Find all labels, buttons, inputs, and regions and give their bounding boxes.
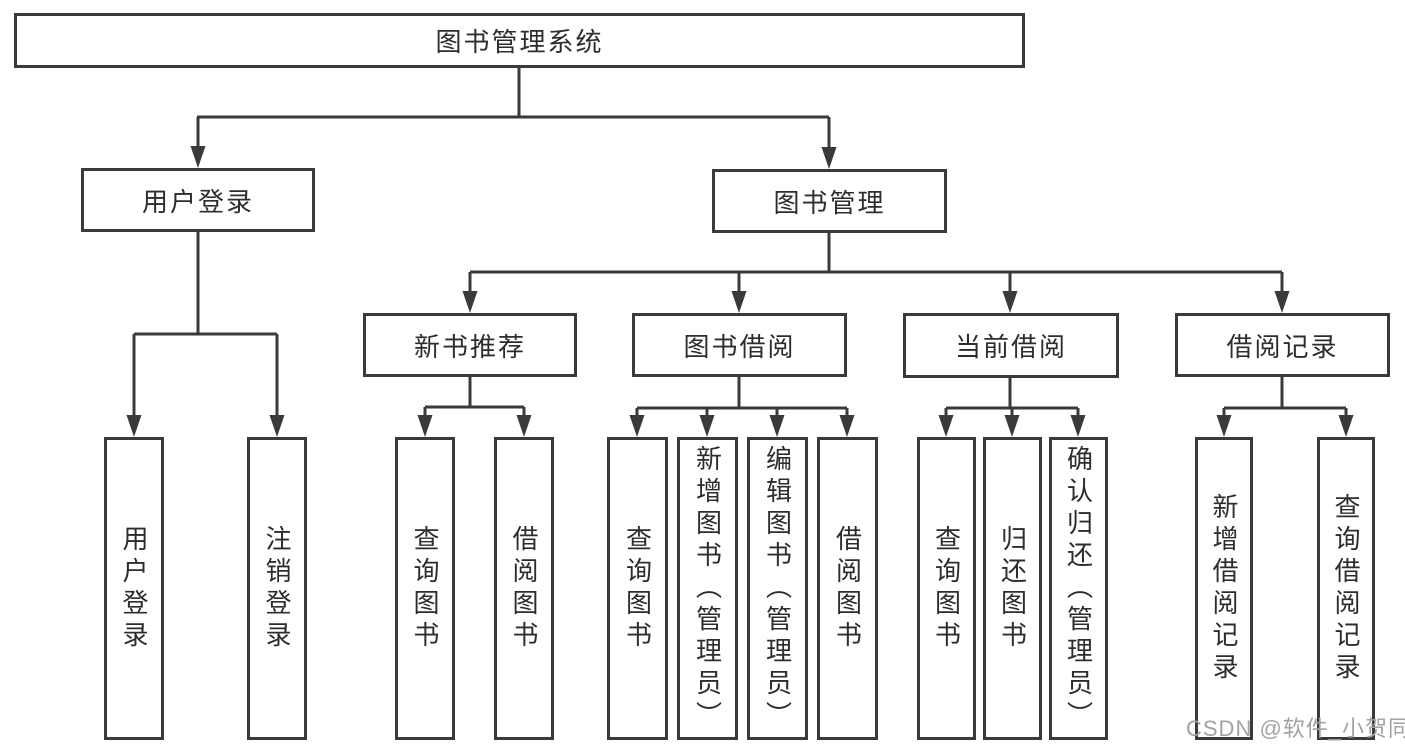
connector-new-book-to-leaves bbox=[417, 377, 532, 437]
node-label: 图书管理系统 bbox=[435, 27, 604, 57]
leaf-logout-login: 注销登录 bbox=[247, 437, 307, 740]
connector-borrow-records-to-leaves bbox=[1216, 377, 1354, 437]
leaf-label: 新增借阅记录 bbox=[1209, 492, 1239, 685]
leaf-query-books-borrow: 查询图书 bbox=[607, 437, 668, 740]
leaf-label: 查询图书 bbox=[410, 524, 440, 653]
node-label: 图书借阅 bbox=[683, 331, 796, 362]
leaf-label: 归还图书 bbox=[997, 524, 1028, 653]
leaf-borrow-books-recommend: 借阅图书 bbox=[494, 437, 554, 740]
node-label: 借阅记录 bbox=[1226, 331, 1339, 362]
leaf-borrow-books: 借阅图书 bbox=[817, 437, 878, 740]
leaf-label: 用户登录 bbox=[119, 524, 149, 653]
leaf-add-book-admin: 新增图书（管理员） bbox=[677, 437, 738, 740]
leaf-label: 编辑图书（管理员） bbox=[762, 444, 793, 733]
leaf-label: 借阅图书 bbox=[832, 524, 863, 653]
leaf-query-borrow-record: 查询借阅记录 bbox=[1317, 437, 1375, 740]
leaf-label: 借阅图书 bbox=[509, 524, 539, 653]
connector-book-borrow-to-leaves bbox=[629, 377, 855, 437]
leaf-label: 查询图书 bbox=[622, 524, 653, 653]
node-user-login: 用户登录 bbox=[81, 168, 315, 232]
connector-current-borrow-to-leaves bbox=[938, 378, 1086, 437]
node-label: 图书管理 bbox=[773, 187, 886, 218]
csdn-watermark: CSDN @软件_小贺同学 bbox=[1186, 716, 1405, 741]
leaf-label: 注销登录 bbox=[262, 524, 292, 653]
leaf-confirm-return-admin: 确认归还（管理员） bbox=[1049, 437, 1108, 740]
node-book-borrow: 图书借阅 bbox=[632, 313, 847, 377]
node-new-book-recommend: 新书推荐 bbox=[363, 313, 577, 377]
leaf-user-login: 用户登录 bbox=[104, 437, 164, 740]
leaf-label: 查询借阅记录 bbox=[1331, 492, 1361, 685]
leaf-return-book: 归还图书 bbox=[983, 437, 1042, 740]
connector-root-to-level2 bbox=[190, 68, 837, 169]
node-label: 当前借阅 bbox=[954, 332, 1067, 362]
connector-book-management-to-level3 bbox=[462, 233, 1290, 313]
leaf-edit-book-admin: 编辑图书（管理员） bbox=[747, 437, 808, 740]
node-book-management: 图书管理 bbox=[712, 169, 947, 233]
leaf-add-borrow-record: 新增借阅记录 bbox=[1195, 437, 1253, 740]
node-borrow-records: 借阅记录 bbox=[1175, 313, 1390, 377]
leaf-label: 新增图书（管理员） bbox=[692, 444, 723, 733]
leaf-query-books-recommend: 查询图书 bbox=[395, 437, 455, 740]
node-root-library-system: 图书管理系统 bbox=[14, 13, 1025, 68]
node-label: 新书推荐 bbox=[413, 331, 526, 362]
leaf-query-books-current: 查询图书 bbox=[917, 437, 976, 740]
leaf-label: 确认归还（管理员） bbox=[1063, 444, 1094, 733]
node-current-borrow: 当前借阅 bbox=[903, 313, 1119, 378]
node-label: 用户登录 bbox=[141, 186, 254, 217]
connector-user-login-to-leaves bbox=[126, 232, 285, 437]
leaf-label: 查询图书 bbox=[931, 524, 962, 653]
